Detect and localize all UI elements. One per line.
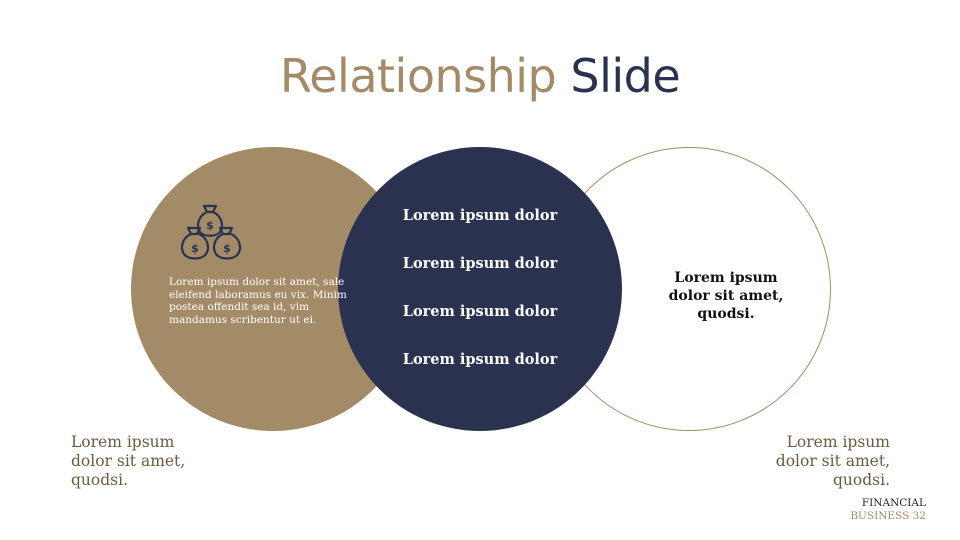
money-bags-icon: $ $ $ [180, 204, 242, 260]
middle-list-item: Lorem ipsum dolor [402, 207, 558, 224]
middle-list-item: Lorem ipsum dolor [402, 303, 558, 320]
bottom-left-caption: Lorem ipsum dolor sit amet, quodsi. [71, 433, 186, 489]
footer-line-1: FINANCIAL [861, 497, 926, 509]
middle-circle-list: Lorem ipsum dolor Lorem ipsum dolor Lore… [338, 202, 622, 394]
middle-circle [338, 147, 622, 431]
slide-title: Relationship Slide [0, 46, 960, 106]
svg-text:$: $ [223, 242, 231, 255]
middle-list-item: Lorem ipsum dolor [402, 351, 558, 368]
footer: FINANCIAL BUSINESS 32 [850, 497, 926, 523]
footer-line-2: BUSINESS 32 [850, 510, 926, 522]
svg-text:$: $ [206, 219, 214, 232]
svg-text:$: $ [191, 242, 199, 255]
title-word-2: Slide [570, 49, 681, 103]
right-circle-text: Lorem ipsum dolor sit amet, quodsi. [668, 270, 784, 322]
title-word-1: Relationship [279, 49, 557, 103]
bottom-right-caption: Lorem ipsum dolor sit amet, quodsi. [775, 433, 890, 489]
middle-list-item: Lorem ipsum dolor [402, 255, 558, 272]
left-circle-text: Lorem ipsum dolor sit amet, sale eleifen… [169, 276, 347, 326]
